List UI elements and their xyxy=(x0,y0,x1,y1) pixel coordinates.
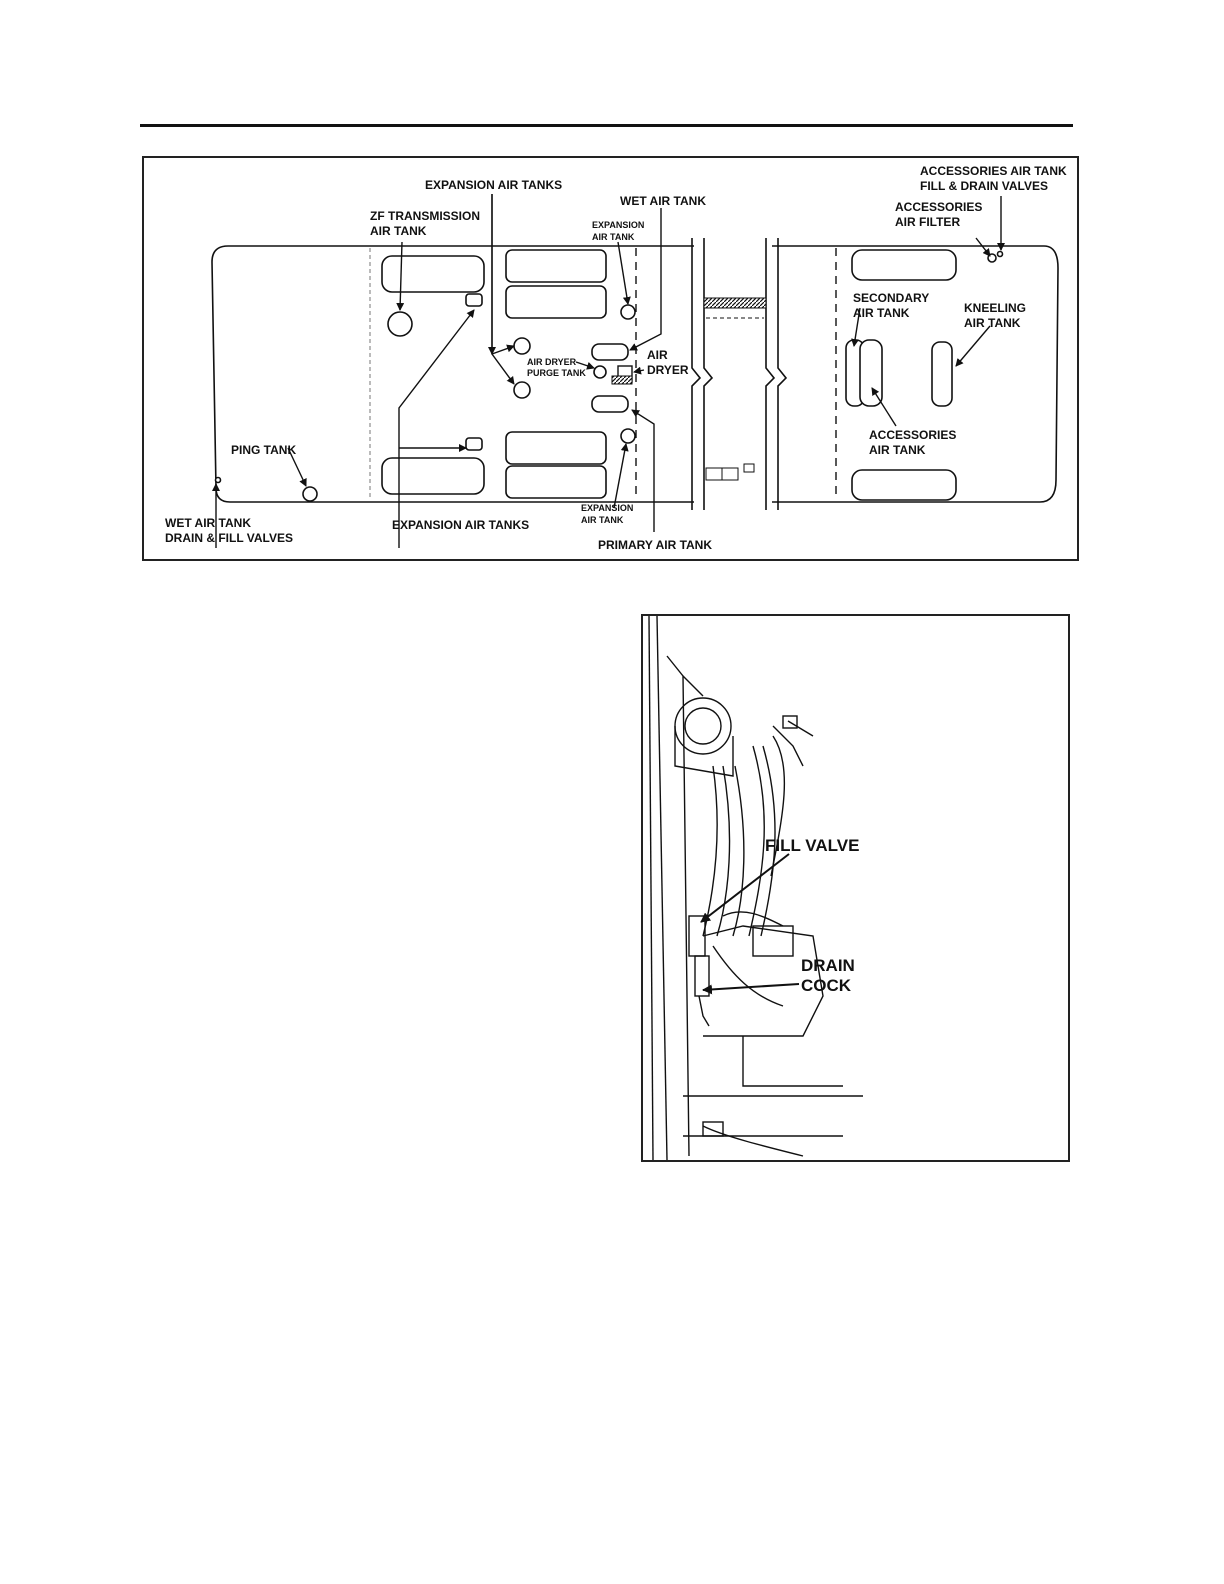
fill-valve-illustration xyxy=(648,616,863,1160)
label-drain-cock-line2: COCK xyxy=(801,976,852,995)
label-purge-line2: PURGE TANK xyxy=(527,368,586,378)
ping-tank-shape xyxy=(302,486,318,502)
label-kneeling-line1: KNEELING xyxy=(964,301,1027,315)
label-ping-tank: PING TANK xyxy=(231,443,297,457)
label-secondary-line1: SECONDARY xyxy=(853,291,930,305)
fill-valve-drain-cock-figure: FILL VALVE DRAIN COCK xyxy=(641,614,1070,1162)
label-accessories-tank-line2: AIR TANK xyxy=(869,443,926,457)
label-secondary-line2: AIR TANK xyxy=(853,306,910,320)
label-wet-drain-fill-line1: WET AIR TANK xyxy=(165,516,251,530)
label-expansion-lower-line1: EXPANSION xyxy=(581,503,634,513)
header-rule xyxy=(140,124,1073,127)
vehicle-body-right xyxy=(772,245,1059,503)
label-zf-transmission-line2: AIR TANK xyxy=(370,224,427,238)
label-expansion-upper-line2: AIR TANK xyxy=(592,232,635,242)
label-accessories-filter-line2: AIR FILTER xyxy=(895,215,961,229)
label-drain-cock-line1: DRAIN xyxy=(801,956,855,975)
label-accessories-filter-line1: ACCESSORIES xyxy=(895,200,983,214)
zf-transmission-tank xyxy=(387,311,413,337)
label-expansion-lower-line2: AIR TANK xyxy=(581,515,624,525)
label-air-dryer-line1: AIR xyxy=(647,348,668,362)
vehicle-outline-drawing xyxy=(211,194,1059,548)
label-accessories-tank-line1: ACCESSORIES xyxy=(869,428,957,442)
label-wet-air-tank: WET AIR TANK xyxy=(620,194,706,208)
label-fill-valve: FILL VALVE xyxy=(765,836,860,855)
label-wet-drain-fill-line2: DRAIN & FILL VALVES xyxy=(165,531,294,545)
label-air-dryer-line2: DRYER xyxy=(647,363,689,377)
label-primary-air-tank: PRIMARY AIR TANK xyxy=(598,538,712,552)
label-zf-transmission-line1: ZF TRANSMISSION xyxy=(370,209,480,223)
air-tank-layout-figure: EXPANSION AIR TANKS WET AIR TANK ACCESSO… xyxy=(142,156,1079,561)
label-expansion-upper-line1: EXPANSION xyxy=(592,220,645,230)
label-accessories-fill-drain-line1: ACCESSORIES AIR TANK xyxy=(920,164,1067,178)
label-kneeling-line2: AIR TANK xyxy=(964,316,1021,330)
vehicle-body-left xyxy=(211,245,694,503)
label-expansion-air-tanks-bottom: EXPANSION AIR TANKS xyxy=(392,518,530,532)
label-accessories-fill-drain-line2: FILL & DRAIN VALVES xyxy=(920,179,1049,193)
label-purge-line1: AIR DRYER xyxy=(527,357,577,367)
label-expansion-air-tanks-top: EXPANSION AIR TANKS xyxy=(425,178,563,192)
